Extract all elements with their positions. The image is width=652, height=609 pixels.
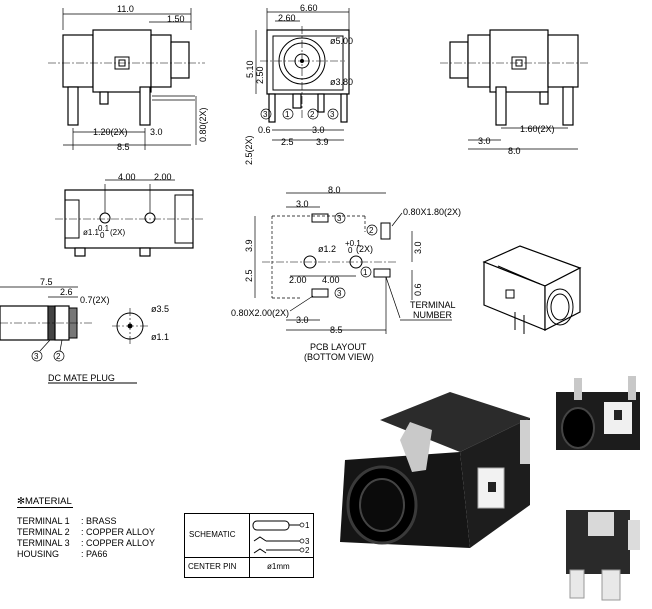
product-photo-front [556,376,640,450]
schematic-pin-1: 1 [305,521,310,530]
terminal-side-3a: 3 [263,110,268,119]
dim-pcb-3-0-top: 3.0 [296,199,309,209]
dim-pcb-3-0-bottom: 3.0 [296,315,309,325]
dc-mate-plug: 7.5 2.6 0.7(2X) 3 2 DC MATE PLUG ø3.5 ø1… [0,277,169,384]
dim-pcb-hole: ø1.2 [318,244,336,254]
dim-plug-o1-1: ø1.1 [151,332,169,342]
dim-side-o5: ø5.00 [330,36,353,46]
material-value: : PA66 [81,549,108,559]
product-photo-large [340,392,530,548]
schematic-pin-2: 2 [305,546,310,555]
terminal-side-2: 2 [310,110,315,119]
dim-side-o3-8: ø3.80 [330,77,353,87]
material-name: TERMINAL 1 [17,516,70,526]
dim-plug-2-6: 2.6 [60,287,73,297]
center-pin-label: CENTER PIN [188,562,237,571]
material-row-terminal-1: TERMINAL 1 : BRASS [17,516,117,526]
material-value: : BRASS [81,516,117,526]
schematic-pin-3: 3 [305,537,310,546]
dim-rear-1-60: 1.60(2X) [520,124,555,134]
dim-plug-7-5: 7.5 [40,277,53,287]
dim-rear-3-0: 3.0 [478,136,491,146]
dim-pcb-pad-bottom: 0.80X2.00(2X) [231,308,289,318]
dim-bottom-tol-plus: 0.1 [98,224,110,233]
dim-side-2-50: 2.50 [255,66,265,84]
dim-pcb-8-0: 8.0 [328,185,341,195]
product-photo-rear [566,510,640,601]
dim-pcb-pad-top: 0.80X1.80(2X) [403,207,461,217]
material-underline [17,507,73,508]
dim-pcb-3-9: 3.9 [244,239,254,252]
dim-side-2-5-2x: 2.5(2X) [244,135,254,165]
dim-bottom-2x: (2X) [110,228,125,237]
side-view: 6.60 2.60 ø5.00 ø3.80 5.10 2.50 3 1 2 3 … [244,3,353,165]
schematic-label: SCHEMATIC [189,530,236,539]
dim-pcb-hole-zero: 0 [348,246,353,255]
dim-pcb-2-5: 2.5 [244,269,254,282]
dim-pcb-2-00: 2.00 [289,275,307,285]
dim-side-2-60: 2.60 [278,13,296,23]
terminal-pcb-1: 1 [363,268,368,277]
pcb-caption-1: PCB LAYOUT [310,342,367,352]
isometric-drawing [482,245,582,334]
material-row-terminal-3: TERMINAL 3 : COPPER ALLOY [17,538,155,548]
material-title: ✻MATERIAL [17,496,72,507]
dim-side-2-5: 2.5 [281,137,294,147]
dim-bottom-2-00: 2.00 [154,172,172,182]
rear-view: 1.60(2X) 3.0 8.0 [440,29,590,156]
plug-caption: DC MATE PLUG [48,373,115,383]
center-pin-row: CENTER PIN ø1mm [185,558,313,577]
material-row-housing: HOUSING : PA66 [17,549,107,559]
pcb-layout: 8.0 3.0 3 2 1 3 0.80X1.80(2X) 3.9 2.5 ø1… [231,185,461,362]
dim-front-3-0: 3.0 [150,127,163,137]
dim-pcb-3-0-right: 3.0 [413,241,423,254]
table-divider [249,514,250,577]
bottom-view: 4.00 2.00 ø1.1 0.1 0 (2X) [55,172,205,257]
dim-pcb-hole-2x: (2X) [356,244,373,254]
dim-bottom-tol-zero: 0 [100,231,105,240]
terminal-side-1: 1 [285,110,290,119]
dim-plug-0-7: 0.7(2X) [80,295,110,305]
dim-pcb-8-5: 8.5 [330,325,343,335]
material-name: TERMINAL 2 [17,527,70,537]
schematic-table: SCHEMATIC CENTER PIN ø1mm [184,513,314,578]
terminal-plug-3: 3 [34,352,39,361]
dim-pcb-hole-plus: +0.1 [345,239,361,248]
dim-front-width: 11.0 [117,4,134,14]
material-value: : COPPER ALLOY [81,527,156,537]
dim-rear-8-0: 8.0 [508,146,521,156]
dim-side-6-60: 6.60 [300,3,318,13]
dim-bottom-4-00: 4.00 [118,172,136,182]
terminal-plug-2: 2 [56,352,61,361]
terminal-pcb-3a: 3 [337,214,342,223]
dim-side-3-9: 3.9 [316,137,329,147]
dim-front-0-80: 0.80(2X) [198,107,208,142]
center-pin-value: ø1mm [267,562,290,571]
pcb-caption-2: (BOTTOM VIEW) [304,352,374,362]
terminal-pcb-3b: 3 [337,289,342,298]
material-name: HOUSING [17,549,60,559]
dim-pcb-4-00: 4.00 [322,275,340,285]
terminal-number-label-1: TERMINAL [410,300,456,310]
dim-bottom-o1-1: ø1.1 [83,228,100,237]
material-row-terminal-2: TERMINAL 2 : COPPER ALLOY [17,527,155,537]
terminal-side-3b: 3 [330,110,335,119]
dim-front-8-5: 8.5 [117,142,130,152]
dim-side-5-10: 5.10 [245,60,255,78]
dim-front-1-50: 1.50 [167,14,185,24]
dim-plug-o3-5: ø3.5 [151,304,169,314]
material-value: : COPPER ALLOY [81,538,156,548]
material-name: TERMINAL 3 [17,538,70,548]
terminal-pcb-2: 2 [369,226,374,235]
schematic-symbol: 1 3 2 [252,520,310,555]
dim-side-0-6: 0.6 [258,125,271,135]
dim-front-1-20: 1.20(2X) [93,127,128,137]
dim-pcb-0-6: 0.6 [413,283,423,296]
dim-side-3-0: 3.0 [312,125,325,135]
front-view: 11.0 1.50 1.20(2X) 3.0 8.5 0.80(2X) [48,4,208,152]
terminal-number-label-2: NUMBER [413,310,453,320]
